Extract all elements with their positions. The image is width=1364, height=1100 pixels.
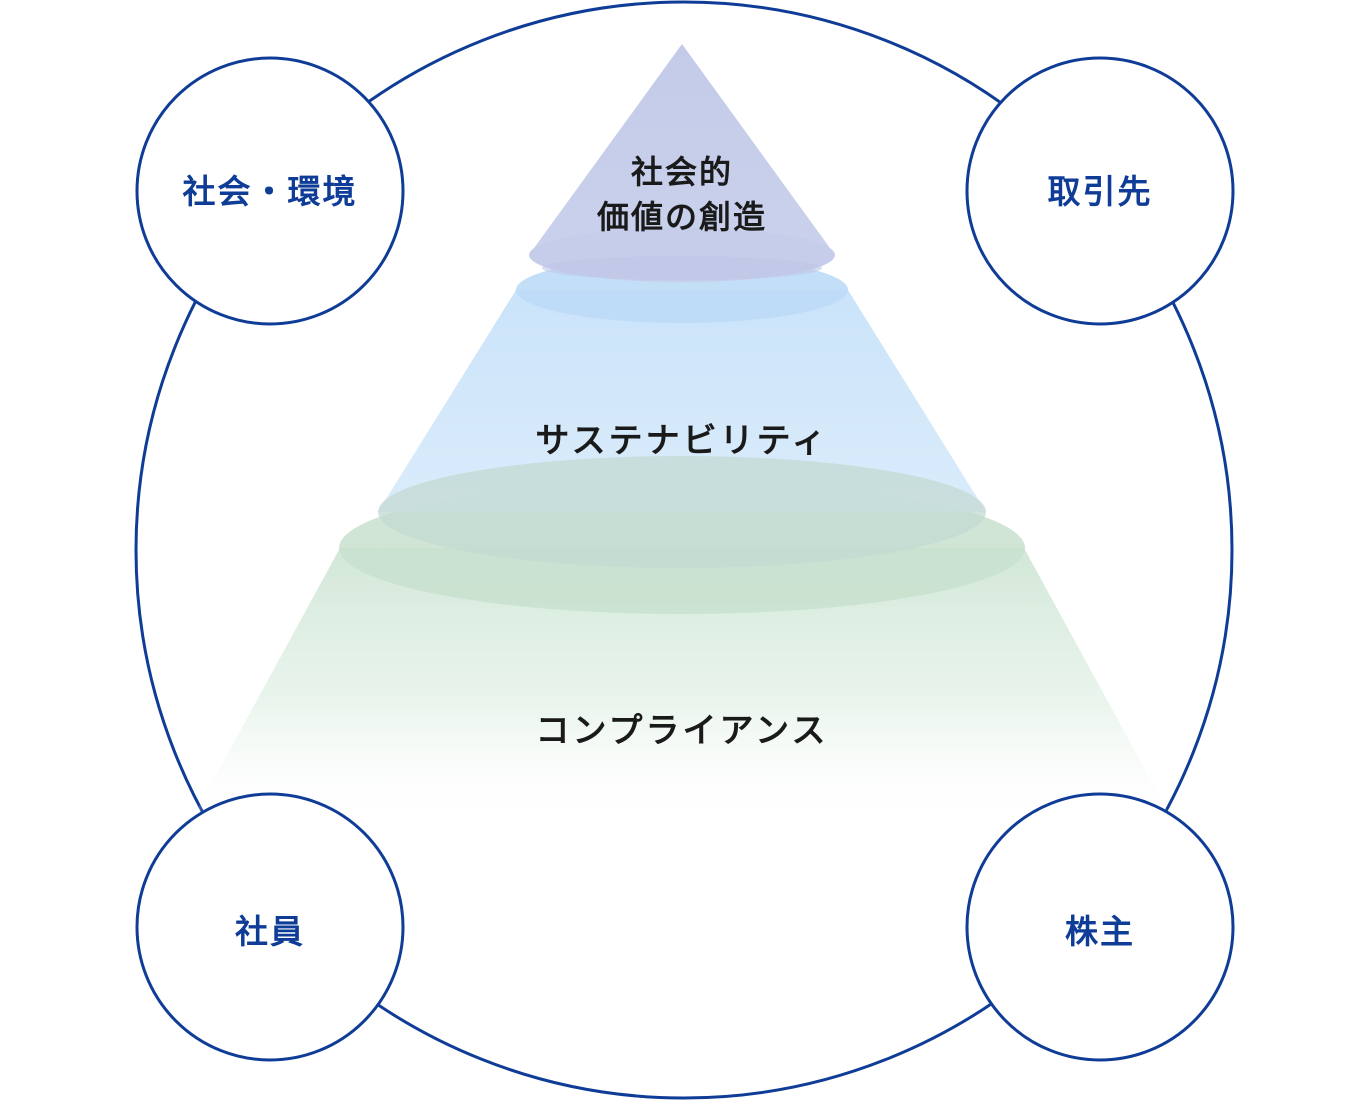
stakeholder-label: 株主 (1065, 912, 1135, 951)
stakeholder-label: 社会・環境 (183, 172, 358, 211)
middle-tier-label: サステナビリティ (535, 421, 828, 461)
stakeholder-employees: 社員 (135, 792, 405, 1062)
stakeholder-shareholders: 株主 (965, 792, 1235, 1062)
bottom-tier-label: コンプライアンス (536, 711, 829, 751)
top-tier-label-line2: 価値の創造 (596, 198, 767, 236)
stakeholder-business-partners: 取引先 (965, 56, 1235, 326)
stakeholder-society-environment: 社会・環境 (135, 56, 405, 326)
stakeholder-label: 取引先 (1048, 172, 1153, 211)
stakeholder-label: 社員 (235, 912, 305, 951)
pyramid-tier-top (529, 44, 835, 282)
top-tier-label-line1: 社会的 (631, 153, 733, 191)
outer-ring (134, 0, 1234, 1100)
pyramid-tier-middle (378, 257, 986, 568)
